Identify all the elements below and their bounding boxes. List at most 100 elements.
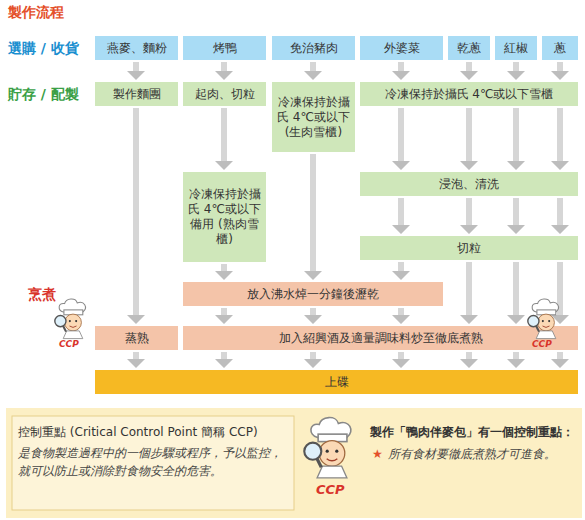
box-text: 製作麵團 — [113, 87, 161, 102]
note-heading: 製作「鴨肉伴麥包」有一個控制重點： — [370, 424, 578, 440]
process-box: 起肉、切粒 — [183, 82, 266, 106]
note-heading: 控制重點 (Critical Control Point 簡稱 CCP) — [18, 424, 290, 440]
process-box: 放入沸水焯一分鐘後瀝乾 — [183, 282, 443, 306]
arrow-head — [215, 71, 233, 80]
arrow-head — [127, 315, 145, 324]
flow-arrow — [551, 62, 569, 80]
arrow-shaft — [224, 308, 401, 315]
box-text: 起肉、切粒 — [195, 87, 255, 102]
box-text: 乾蔥 — [457, 41, 481, 56]
arrow-shaft — [398, 262, 404, 271]
arrow-shaft — [221, 62, 227, 71]
note-panel — [6, 408, 582, 518]
arrow-head — [551, 71, 569, 80]
arrow-shaft — [513, 62, 519, 71]
arrow-shaft — [398, 62, 404, 71]
process-box: 切粒 — [360, 236, 578, 260]
arrow-shaft — [466, 62, 472, 71]
flow-arrow — [392, 262, 410, 280]
arrow-head — [304, 271, 322, 280]
arrow-shaft — [224, 352, 560, 359]
ccp-tag: CCP — [532, 339, 552, 349]
arrow-shaft — [310, 154, 316, 271]
box-text: 蔥 — [554, 41, 566, 56]
process-box: 加入紹興酒及適量調味料炒至徹底煮熟 — [183, 326, 578, 350]
arrow-shaft — [133, 108, 139, 315]
box-text: 放入沸水焯一分鐘後瀝乾 — [247, 287, 379, 302]
arrow-head — [392, 225, 569, 234]
box-text: 加入紹興酒及適量調味料炒至徹底煮熟 — [279, 331, 483, 346]
box-text: 蒸熟 — [125, 331, 149, 346]
arrow-head — [392, 71, 410, 80]
ccp-tag: CCP — [59, 339, 79, 349]
box-text: 上碟 — [325, 375, 349, 390]
arrow-shaft — [557, 62, 563, 71]
process-box: 蔥 — [542, 36, 578, 60]
arrow-head — [392, 161, 569, 170]
arrow-head — [460, 71, 478, 80]
process-box: 燕麥、麵粉 — [95, 36, 178, 60]
flow-arrow — [215, 62, 233, 80]
box-text: 外婆菜 — [384, 41, 420, 56]
flow-arrow — [127, 108, 145, 324]
arrow-head — [304, 71, 322, 80]
process-box: 冷凍保持於攝氏 4℃或以下備用 (熟肉雪櫃) — [183, 172, 266, 262]
arrow-shaft — [221, 264, 227, 271]
flow-arrow — [392, 108, 569, 170]
note-box — [12, 416, 294, 510]
note-body: 所有食材要徹底煮熟才可進食。 — [388, 446, 578, 462]
flow-arrow — [215, 308, 410, 324]
flow-arrow — [304, 154, 322, 280]
row-label: 選購 / 收貨 — [8, 40, 79, 56]
flow-arrow — [127, 62, 145, 80]
process-box: 乾蔥 — [448, 36, 490, 60]
process-box: 冷凍保持於攝氏 4℃或以下 (生肉雪櫃) — [272, 82, 355, 152]
box-text: 冷凍保持於攝氏 4℃或以下雪櫃 — [385, 87, 554, 102]
diagram-title: 製作流程 — [8, 4, 64, 20]
arrow-head — [392, 271, 410, 280]
ccp-chef — [55, 299, 86, 339]
process-box: 外婆菜 — [360, 36, 443, 60]
arrow-head — [215, 161, 233, 170]
box-text: 烤鴨 — [213, 41, 237, 56]
flow-arrow — [215, 108, 233, 170]
box-text: 冷凍保持於攝氏 4℃或以下 (生肉雪櫃) — [275, 95, 352, 140]
box-text: 燕麥、麵粉 — [107, 41, 167, 56]
process-box: 製作麵團 — [95, 82, 178, 106]
flow-arrow — [215, 352, 569, 368]
ccp-tag: CCP — [316, 482, 345, 498]
box-text: 浸泡、清洗 — [439, 177, 499, 192]
process-box: 免治豬肉 — [272, 36, 355, 60]
process-box: 冷凍保持於攝氏 4℃或以下雪櫃 — [360, 82, 578, 106]
process-box: 上碟 — [95, 370, 578, 394]
arrow-shaft — [310, 62, 316, 71]
process-box: 蒸熟 — [95, 326, 178, 350]
flow-arrow — [304, 62, 322, 80]
arrow-head — [460, 315, 569, 324]
row-label: 貯存 / 配製 — [8, 86, 79, 102]
flow-arrow — [392, 198, 569, 234]
arrow-head — [127, 359, 145, 368]
flow-arrow — [215, 264, 233, 280]
ccp-chef — [304, 418, 351, 478]
arrow-shaft — [401, 198, 560, 225]
process-box: 紅椒 — [495, 36, 537, 60]
arrow-shaft — [221, 108, 227, 161]
arrow-head — [215, 315, 410, 324]
flow-arrow — [127, 352, 145, 368]
process-box: 烤鴨 — [183, 36, 266, 60]
flow-arrow — [507, 62, 525, 80]
box-text: 冷凍保持於攝氏 4℃或以下備用 (熟肉雪櫃) — [186, 187, 263, 247]
arrow-head — [215, 359, 569, 368]
row-label: 烹煮 — [28, 286, 56, 302]
flow-arrow — [392, 62, 410, 80]
star-mark: ★ — [372, 446, 383, 462]
box-text: 切粒 — [457, 241, 481, 256]
arrow-shaft — [469, 262, 560, 315]
arrow-shaft — [401, 108, 560, 161]
note-body: 是食物製造過程中的一個步驟或程序，予以監控，就可以防止或消除對食物安全的危害。 — [18, 444, 290, 480]
